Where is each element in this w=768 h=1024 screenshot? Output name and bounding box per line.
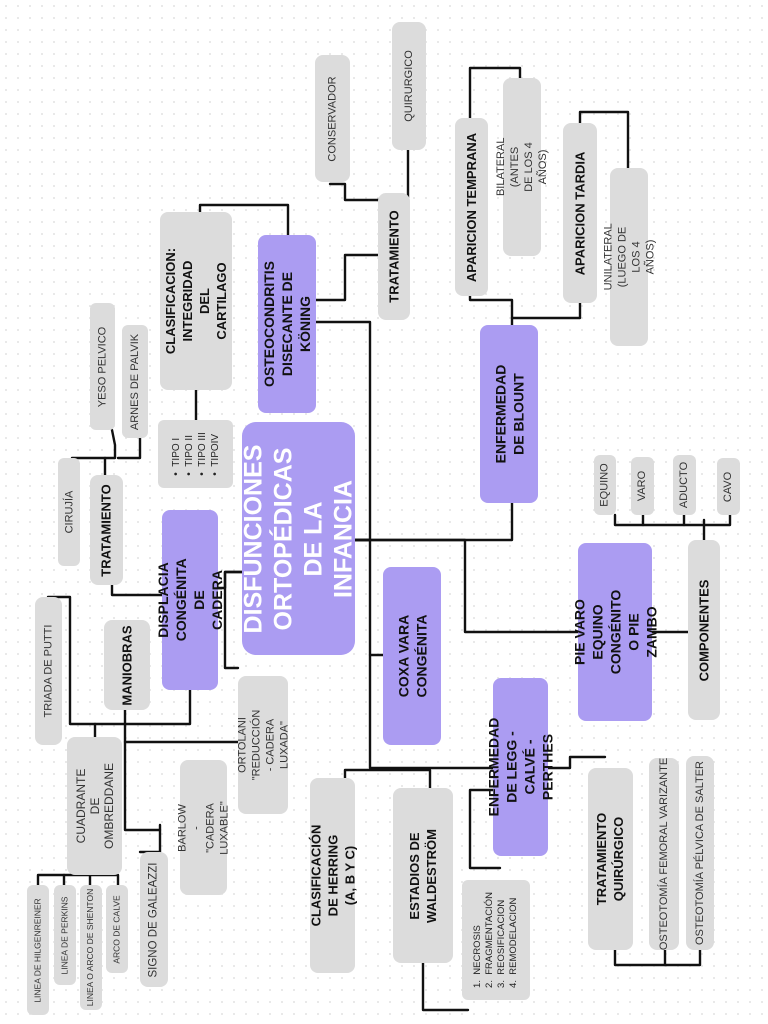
- displacia-arco-calve-node: ARCO DE CALVE: [106, 885, 128, 973]
- legg-tratamiento-label: TRATAMIENTO QUIRÚRGICO: [594, 812, 627, 906]
- koning-quirurgico-node: QUIRURGICO: [392, 22, 426, 150]
- central-topic-label: DISFUNCIONES ORTOPÉDICAS DE LA INFANCIA: [239, 444, 358, 633]
- list-item: 3. REOSIFICACION: [496, 899, 508, 988]
- legg-waldestrom-node: ESTADIOS DE WALDESTRÖM: [393, 788, 453, 963]
- list-item: • TIPOIV: [209, 433, 221, 476]
- koning-conservador-node: CONSERVADOR: [315, 55, 350, 182]
- koning-clasificacion-label: CLASIFICACION: INTEGRIDAD DEL CARTILAGO: [163, 247, 230, 355]
- pie-aducto-label: ADUCTO: [678, 461, 691, 509]
- legg-osteotomia-pelvica-node: OSTEOTOMÍA PÉLVICA DE SALTER: [686, 756, 714, 950]
- blount-temprana-node: APARICION TEMPRANA: [455, 118, 488, 296]
- pie-componentes-label: COMPONENTES: [696, 579, 712, 681]
- blount-tardia-desc-label: UNILATERAL (LUEGO DE LOS 4 AÑOS): [602, 223, 657, 291]
- blount-label: ENFERMEDAD DE BLOUNT: [492, 364, 526, 464]
- list-item: • TIPO III: [196, 432, 208, 476]
- displacia-linea-perkins-label: LINEA DE PERKINS: [59, 896, 70, 974]
- pie-aducto-node: ADUCTO: [673, 455, 696, 515]
- coxa-node: COXA VARA CONGÉNITA: [383, 567, 441, 745]
- displacia-arco-calve-label: ARCO DE CALVE: [111, 894, 122, 964]
- blount-node: ENFERMEDAD DE BLOUNT: [480, 325, 538, 503]
- pie-equino-node: EQUINO: [594, 455, 616, 515]
- koning-label: OSTEOCONDRITIS DISECANTE DE KÖNING: [261, 260, 314, 388]
- pie-cavo-label: CAVO: [722, 471, 735, 502]
- displacia-barlow-label: BARLOW - "CADERA LUXABLE": [176, 800, 231, 855]
- koning-conservador-label: CONSERVADOR: [326, 75, 339, 162]
- displacia-node: DISPLACIA CONGÉNITA DE CADERA: [155, 510, 225, 690]
- displacia-linea-shenton-node: LINEA O ARCO DE SHENTON: [80, 885, 102, 1010]
- displacia-triada-node: TRIADA DE PUTTI: [35, 597, 62, 745]
- legg-tratamiento-node: TRATAMIENTO QUIRÚRGICO: [588, 768, 633, 950]
- pie-zambo-node: PIE VARO EQUINO CONGÉNITO O PIE ZAMBO: [571, 543, 659, 721]
- legg-waldestrom-label: ESTADIOS DE WALDESTRÖM: [407, 828, 439, 923]
- pie-cavo-node: CAVO: [717, 458, 740, 515]
- displacia-galeazzi-node: SIGNO DE GALEAZZI: [140, 852, 168, 987]
- legg-node: ENFERMEDAD DE LEGG - CALVÉ - PERTHES: [486, 678, 556, 856]
- displacia-maniobras-label: MANIOBRAS: [119, 624, 135, 706]
- pie-varo-node: VARO: [631, 457, 654, 515]
- displacia-cirugia-label: CIRUJÍA: [63, 490, 75, 534]
- pie-varo-label: VARO: [636, 470, 649, 502]
- displacia-tratamiento-node: TRATAMIENTO: [90, 475, 123, 585]
- displacia-cuadrante-node: CUADRANTE DE OMBREDDANE: [67, 737, 122, 875]
- blount-tardia-node: APARICION TARDIA: [563, 123, 597, 303]
- blount-tardia-label: APARICION TARDIA: [572, 151, 588, 275]
- legg-osteotomia-pelvica-label: OSTEOTOMÍA PÉLVICA DE SALTER: [694, 761, 706, 945]
- koning-tipos-node: • TIPO I • TIPO II • TIPO III • TIPOIV: [158, 420, 233, 488]
- list-item: 4. REMODELACION: [508, 897, 520, 988]
- displacia-linea-shenton-label: LINEA O ARCO DE SHENTON: [85, 888, 96, 1007]
- displacia-label: DISPLACIA CONGÉNITA DE CADERA: [155, 558, 225, 642]
- pie-componentes-node: COMPONENTES: [688, 540, 720, 720]
- list-item: 2. FRAGMENTACIÓN: [484, 892, 496, 988]
- list-item: • TIPO II: [183, 435, 195, 476]
- legg-herring-label: CLASIFICACIÓN DE HERRING (A, B Y C): [308, 824, 357, 927]
- legg-herring-node: CLASIFICACIÓN DE HERRING (A, B Y C): [308, 778, 357, 973]
- coxa-label: COXA VARA CONGÉNITA: [395, 614, 430, 698]
- displacia-ortolani-label: ORTOLANI "REDUCCIÓN - CADERA LUXADA": [236, 709, 291, 781]
- displacia-triada-label: TRIADA DE PUTTI: [42, 624, 55, 718]
- koning-clasificacion-node: CLASIFICACION: INTEGRIDAD DEL CARTILAGO: [160, 212, 232, 390]
- blount-temprana-desc-label: BILATERAL (ANTES DE LOS 4 AÑOS): [495, 137, 550, 197]
- list-item: 1. NECROSIS: [472, 925, 484, 988]
- pie-equino-label: EQUINO: [599, 463, 611, 507]
- list-item: • TIPO I: [170, 437, 182, 476]
- pie-zambo-label: PIE VARO EQUINO CONGÉNITO O PIE ZAMBO: [571, 589, 659, 675]
- displacia-linea-hilgenreiner-node: LINEA DE HILGENREINER: [27, 885, 49, 1015]
- displacia-barlow-node: BARLOW - "CADERA LUXABLE": [177, 760, 231, 895]
- displacia-yeso-label: YESO PELVICO: [96, 326, 109, 407]
- displacia-cuadrante-label: CUADRANTE DE OMBREDDANE: [73, 762, 116, 850]
- displacia-arnes-label: ARNES DE PALVIK: [129, 333, 141, 430]
- legg-label: ENFERMEDAD DE LEGG - CALVÉ - PERTHES: [485, 717, 556, 817]
- blount-tardia-desc-node: UNILATERAL (LUEGO DE LOS 4 AÑOS): [602, 168, 656, 346]
- legg-estadios-node: 1. NECROSIS 2. FRAGMENTACIÓN 3. REOSIFIC…: [462, 880, 530, 1000]
- displacia-galeazzi-label: SIGNO DE GALEAZZI: [148, 861, 160, 978]
- legg-osteotomia-femoral-node: OSTEOTOMÍA FEMORAL VARIZANTE: [649, 758, 679, 950]
- displacia-tratamiento-label: TRATAMIENTO: [99, 483, 114, 577]
- blount-temprana-label: APARICION TEMPRANA: [464, 132, 480, 282]
- koning-quirurgico-label: QUIRURGICO: [403, 50, 415, 122]
- koning-tratamiento-label: TRATAMIENTO: [386, 210, 402, 303]
- legg-estadios-list: 1. NECROSIS 2. FRAGMENTACIÓN 3. REOSIFIC…: [472, 892, 520, 988]
- legg-osteotomia-femoral-label: OSTEOTOMÍA FEMORAL VARIZANTE: [658, 757, 671, 951]
- displacia-arnes-node: ARNES DE PALVIK: [122, 325, 148, 438]
- blount-temprana-desc-node: BILATERAL (ANTES DE LOS 4 AÑOS): [495, 78, 549, 256]
- displacia-yeso-node: YESO PELVICO: [90, 303, 115, 430]
- displacia-cirugia-node: CIRUJÍA: [58, 458, 80, 566]
- koning-node: OSTEOCONDRITIS DISECANTE DE KÖNING: [258, 235, 316, 413]
- central-topic: DISFUNCIONES ORTOPÉDICAS DE LA INFANCIA: [240, 422, 358, 655]
- koning-tipos-list: • TIPO I • TIPO II • TIPO III • TIPOIV: [169, 432, 221, 476]
- displacia-linea-hilgenreiner-label: LINEA DE HILGENREINER: [32, 897, 43, 1003]
- displacia-linea-perkins-node: LINEA DE PERKINS: [54, 885, 76, 985]
- displacia-maniobras-node: MANIOBRAS: [104, 620, 150, 710]
- displacia-ortolani-node: ORTOLANI "REDUCCIÓN - CADERA LUXADA": [236, 676, 291, 814]
- koning-tratamiento-node: TRATAMIENTO: [378, 193, 410, 320]
